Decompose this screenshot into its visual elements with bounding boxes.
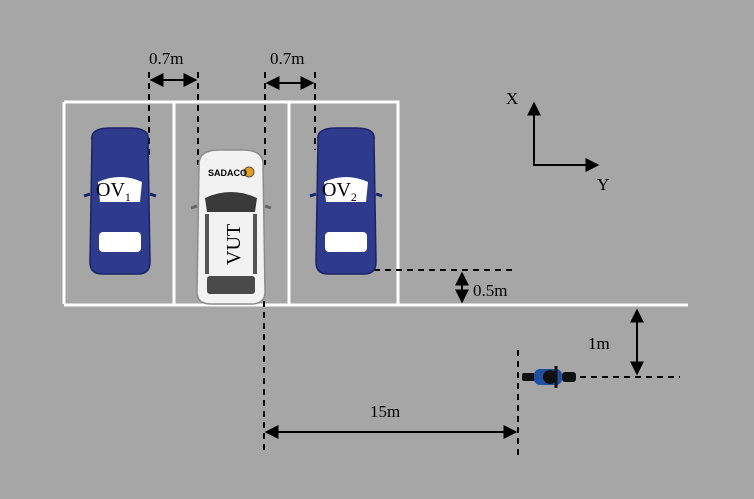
ov1-car: [83, 127, 157, 275]
ov2-label: OV2: [322, 179, 357, 204]
y-axis-label: Y: [597, 175, 609, 194]
dimension-arrows: [149, 73, 644, 439]
lateral-label: 1m: [588, 334, 610, 353]
gap-right-label: 0.7m: [270, 49, 304, 68]
vut-car: [190, 149, 272, 305]
vut-label: VUT: [223, 224, 245, 265]
ov1-label: OV1: [96, 179, 131, 204]
parking-bays: [62, 100, 688, 307]
x-axis-label: X: [506, 89, 518, 108]
ov2-car: [309, 127, 383, 275]
longitudinal-label: 15m: [370, 402, 400, 421]
motorcycle: [522, 366, 576, 388]
offset-label: 0.5m: [473, 281, 507, 300]
vut-badge: SADACO: [208, 168, 247, 178]
gap-left-label: 0.7m: [149, 49, 183, 68]
coordinate-axes: [527, 101, 600, 172]
reference-lines: [148, 72, 680, 455]
